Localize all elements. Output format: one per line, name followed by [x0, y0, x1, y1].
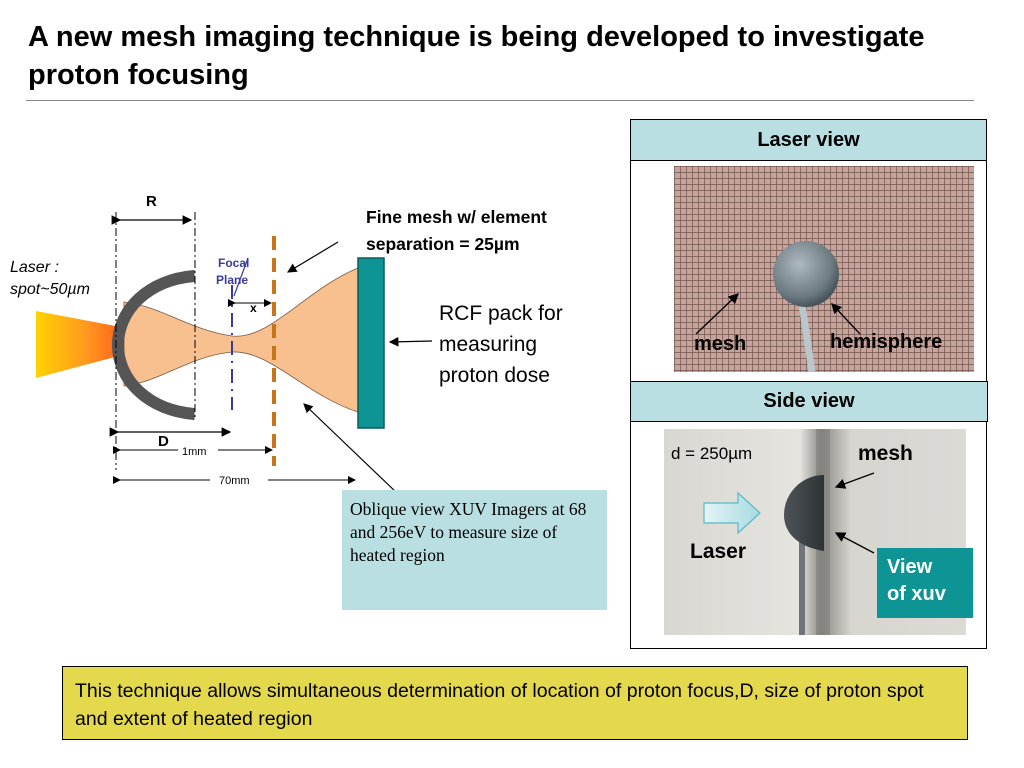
- side-view-xuv-arrow: [834, 532, 875, 554]
- side-view-laser-label: Laser: [690, 540, 747, 563]
- laser-beam: [36, 311, 126, 378]
- side-view-mesh-arrow: [834, 472, 875, 489]
- fine-mesh-label-line2: separation = 25µm: [366, 234, 520, 254]
- fine-mesh-arrow: [286, 241, 339, 273]
- side-view-header: Side view: [630, 381, 988, 422]
- proton-focusing-schematic: R x Focal Plane Laser : spot~50µm D 1mm …: [10, 193, 433, 495]
- laser-view-hemisphere-arrow: [831, 303, 861, 335]
- oblique-view-note: Oblique view XUV Imagers at 68 and 256eV…: [342, 490, 607, 610]
- label-70mm: 70mm: [219, 475, 250, 487]
- label-1mm: 1mm: [182, 446, 206, 458]
- view-of-xuv-line1: View: [887, 556, 933, 578]
- rcf-label: RCF pack for measuring proton dose: [439, 298, 639, 391]
- fine-mesh-label: Fine mesh w/ element separation = 25µm: [366, 204, 626, 258]
- focal-plane-label-line2: Plane: [216, 273, 248, 287]
- title-divider: [26, 100, 974, 101]
- oblique-arrow: [303, 403, 399, 495]
- laser-view-photo: [674, 166, 974, 372]
- label-r: R: [146, 193, 157, 210]
- rcf-arrow: [388, 337, 433, 347]
- hemisphere-ball: [773, 241, 839, 307]
- laser-label-line1: Laser :: [10, 259, 59, 276]
- hemisphere-target: [111, 270, 195, 420]
- rcf-label-line2: measuring: [439, 333, 538, 356]
- side-laser-arrow: [703, 491, 761, 535]
- laser-view-mesh-label: mesh: [694, 333, 747, 355]
- laser-label-line2: spot~50µm: [10, 281, 90, 298]
- laser-view-mesh-arrow: [695, 293, 739, 335]
- side-view-d-label: d = 250µm: [671, 444, 753, 463]
- support-stalk: [798, 303, 816, 372]
- focal-plane-pointer: [233, 257, 249, 297]
- rcf-label-line3: proton dose: [439, 364, 550, 387]
- view-of-xuv-line2: of xuv: [887, 583, 946, 605]
- label-d: D: [158, 433, 169, 450]
- label-x: x: [250, 301, 257, 315]
- fine-mesh-label-line1: Fine mesh w/ element: [366, 207, 547, 227]
- laser-view-header: Laser view: [630, 119, 987, 161]
- rcf-label-line1: RCF pack for: [439, 302, 563, 325]
- rcf-pack: [357, 257, 385, 429]
- side-hemisphere: [784, 475, 824, 551]
- focal-plane-label-line1: Focal: [218, 256, 249, 270]
- slide-title: A new mesh imaging technique is being de…: [28, 21, 925, 91]
- view-of-xuv-box: View of xuv: [877, 548, 973, 618]
- summary-box: This technique allows simultaneous deter…: [62, 666, 968, 740]
- side-view-mesh-label: mesh: [858, 442, 913, 465]
- laser-view-hemisphere-label: hemisphere: [830, 331, 943, 353]
